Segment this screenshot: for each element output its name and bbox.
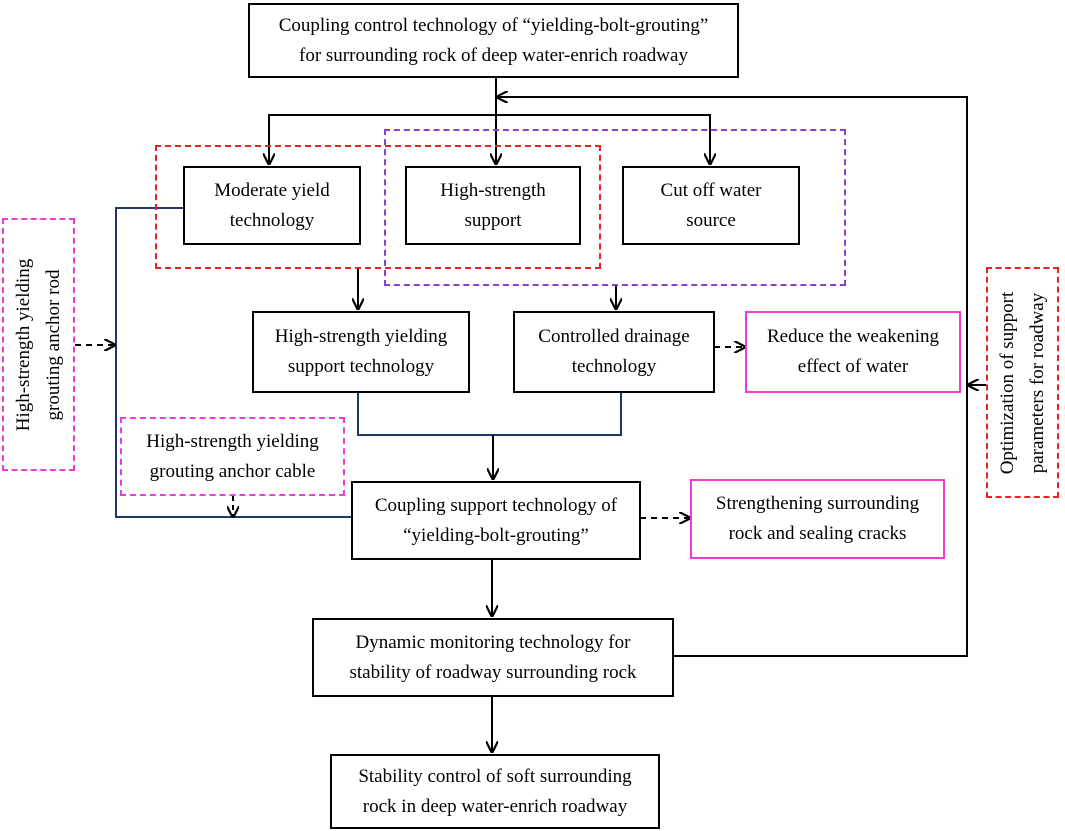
moderate-yield-group-frame <box>155 145 601 269</box>
water-control-group-frame <box>384 129 846 286</box>
arrow-top-to-moderate-yield <box>269 114 496 164</box>
feedback-loop-connector <box>497 97 968 657</box>
coupling-control-box: Coupling control technology of “yielding… <box>248 3 739 78</box>
merge-connector <box>357 393 622 436</box>
arrow-top-to-cut-off-water <box>496 114 710 164</box>
coupling-support-box: Coupling support technology of“yielding-… <box>351 481 641 560</box>
